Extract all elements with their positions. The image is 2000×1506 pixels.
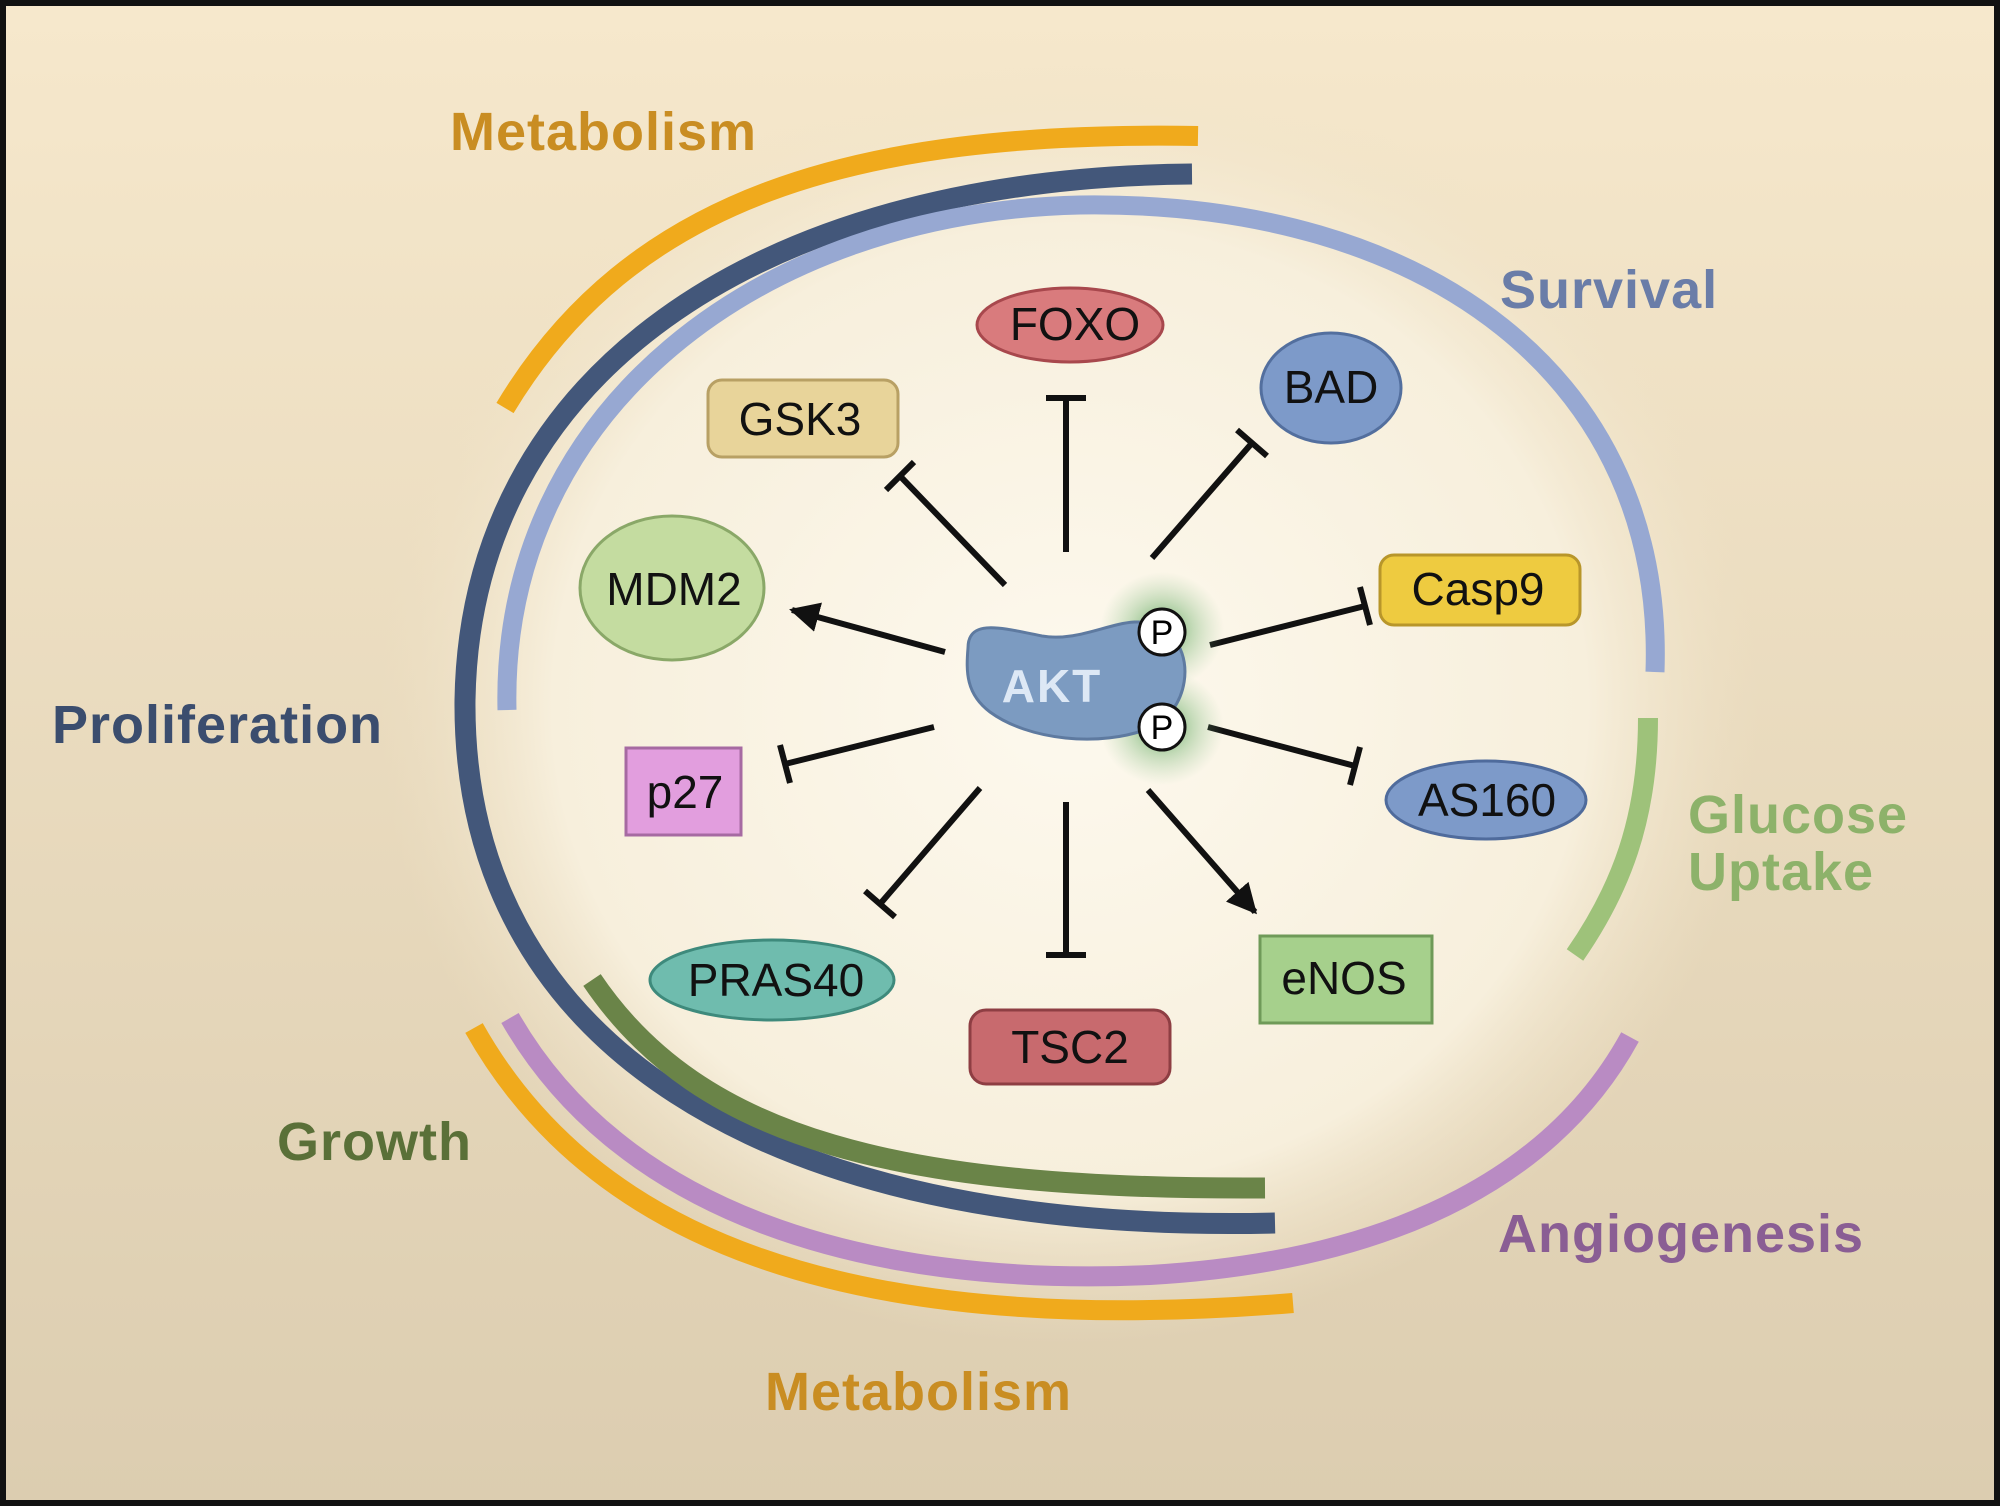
foxo-label: FOXO [1010,298,1140,350]
foxo-node: FOXO [975,286,1165,364]
proliferation-label: Proliferation [52,695,383,755]
casp9-node: Casp9 [1378,553,1582,627]
tsc2-node: TSC2 [968,1008,1172,1086]
mdm2-label: MDM2 [606,563,741,615]
mdm2-node: MDM2 [578,514,766,662]
as160-inhibition-bar [1347,746,1363,786]
metabolism-bottom-arc [465,1023,1294,1321]
proliferation-arc [454,163,1276,1235]
tsc2-label: TSC2 [1011,1021,1129,1073]
phospho-label-lower: P [1151,709,1174,747]
pras40-inhibition-bar [863,888,897,920]
angiogenesis-label: Angiogenesis [1498,1204,1864,1264]
as160-label: AS160 [1418,774,1556,826]
growth-arc [583,974,1266,1199]
process-arcs [454,125,1665,1321]
p27-label: p27 [647,766,724,818]
bad-inhibition-bar [1235,427,1269,459]
enos-node: eNOS [1258,934,1434,1025]
phospho-upper: P [1137,607,1187,657]
phospho-lower: P [1137,702,1187,752]
survival-label: Survival [1500,260,1718,320]
casp9-label: Casp9 [1412,563,1545,615]
gsk3-label: GSK3 [739,393,862,445]
p27-inhibition-line [784,724,935,767]
survival-arc [497,195,1665,711]
glucose-uptake-label-line1: Glucose [1688,785,1908,845]
enos-label: eNOS [1281,952,1406,1004]
connectors [777,395,1373,958]
as160-inhibition-line [1207,724,1356,769]
gsk3-inhibition-bar [883,459,917,493]
enos-activation-arrow [1145,788,1258,915]
metabolism-top-arc [496,125,1199,414]
metabolism-top-label: Metabolism [450,102,757,162]
metabolism-bottom-label: Metabolism [765,1362,1072,1422]
casp9-inhibition-line [1209,603,1366,648]
akt-node: AKT P P [965,572,1224,785]
glucose-uptake-arc [1566,717,1658,961]
growth-label: Growth [277,1112,472,1172]
process-labels: Metabolism Survival Proliferation Glucos… [52,102,1908,1422]
mdm2-activation-arrow [789,602,946,655]
pras40-node: PRAS40 [648,938,896,1022]
target-nodes: FOXO BAD GSK3 MDM2 Casp9 p27 AS160 PRAS [578,286,1588,1086]
pras40-inhibition-line [877,786,983,906]
casp9-inhibition-bar [1357,586,1373,626]
akt-label: AKT [1002,660,1103,712]
gsk3-inhibition-line [897,473,1008,588]
as160-node: AS160 [1384,759,1588,841]
phospho-circle-upper [1137,607,1187,657]
phospho-circle-lower [1137,702,1187,752]
phospho-label-upper: P [1151,614,1174,652]
akt-shape [965,620,1187,741]
glucose-uptake-label-line2: Uptake [1688,842,1874,902]
bad-label: BAD [1284,361,1379,413]
gsk3-node: GSK3 [706,378,900,459]
bad-node: BAD [1259,331,1403,445]
p27-inhibition-bar [777,744,793,784]
p27-node: p27 [624,746,743,837]
bad-inhibition-line [1149,441,1255,560]
pras40-label: PRAS40 [688,954,864,1006]
angiogenesis-arc [501,1013,1639,1287]
